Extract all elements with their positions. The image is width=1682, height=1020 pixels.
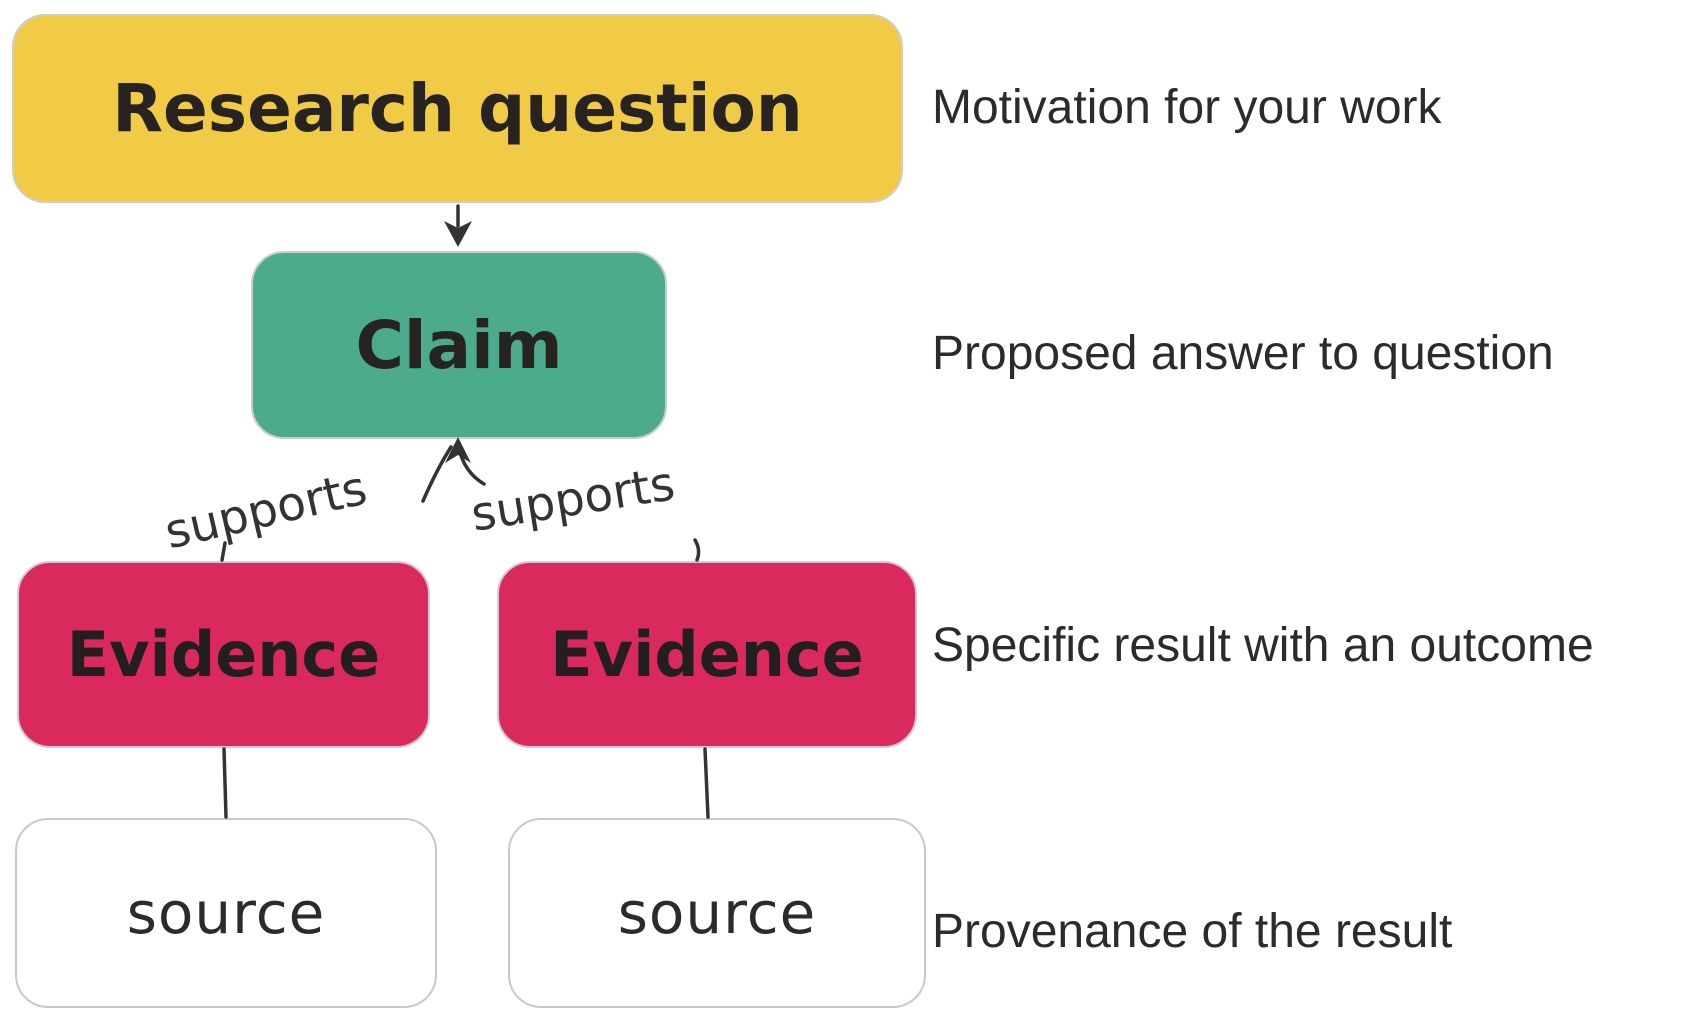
edge-label-supports-right: supports bbox=[467, 456, 679, 543]
node-evidence-left: Evidence bbox=[17, 561, 430, 748]
arrow-to-claim-head bbox=[445, 437, 471, 463]
node-claim-label: Claim bbox=[355, 306, 563, 384]
tick-supports-right bbox=[693, 538, 701, 562]
annotation-evidence: Specific result with an outcome bbox=[932, 619, 1594, 672]
connector-evidence-left-source-left bbox=[222, 747, 228, 819]
node-source-left: source bbox=[15, 818, 437, 1008]
node-research-question-label: Research question bbox=[112, 70, 803, 147]
node-evidence-left-label: Evidence bbox=[66, 618, 381, 691]
arrow-question-to-claim-head bbox=[444, 221, 472, 247]
node-source-left-label: source bbox=[126, 879, 326, 947]
connector-evidence-right-source-right bbox=[703, 747, 710, 819]
edge-label-supports-left: supports bbox=[159, 460, 372, 561]
annotation-research-question: Motivation for your work bbox=[932, 81, 1442, 134]
node-evidence-right: Evidence bbox=[497, 561, 917, 748]
annotation-source: Provenance of the result bbox=[932, 905, 1453, 958]
node-research-question: Research question bbox=[12, 14, 903, 203]
node-source-right-label: source bbox=[617, 879, 817, 947]
arrow-evidence-left-to-claim bbox=[421, 445, 453, 503]
node-claim: Claim bbox=[251, 251, 667, 439]
arrow-evidence-right-to-claim bbox=[457, 446, 486, 486]
annotation-claim: Proposed answer to question bbox=[932, 327, 1554, 380]
node-evidence-right-label: Evidence bbox=[550, 618, 864, 691]
node-source-right: source bbox=[508, 818, 926, 1008]
